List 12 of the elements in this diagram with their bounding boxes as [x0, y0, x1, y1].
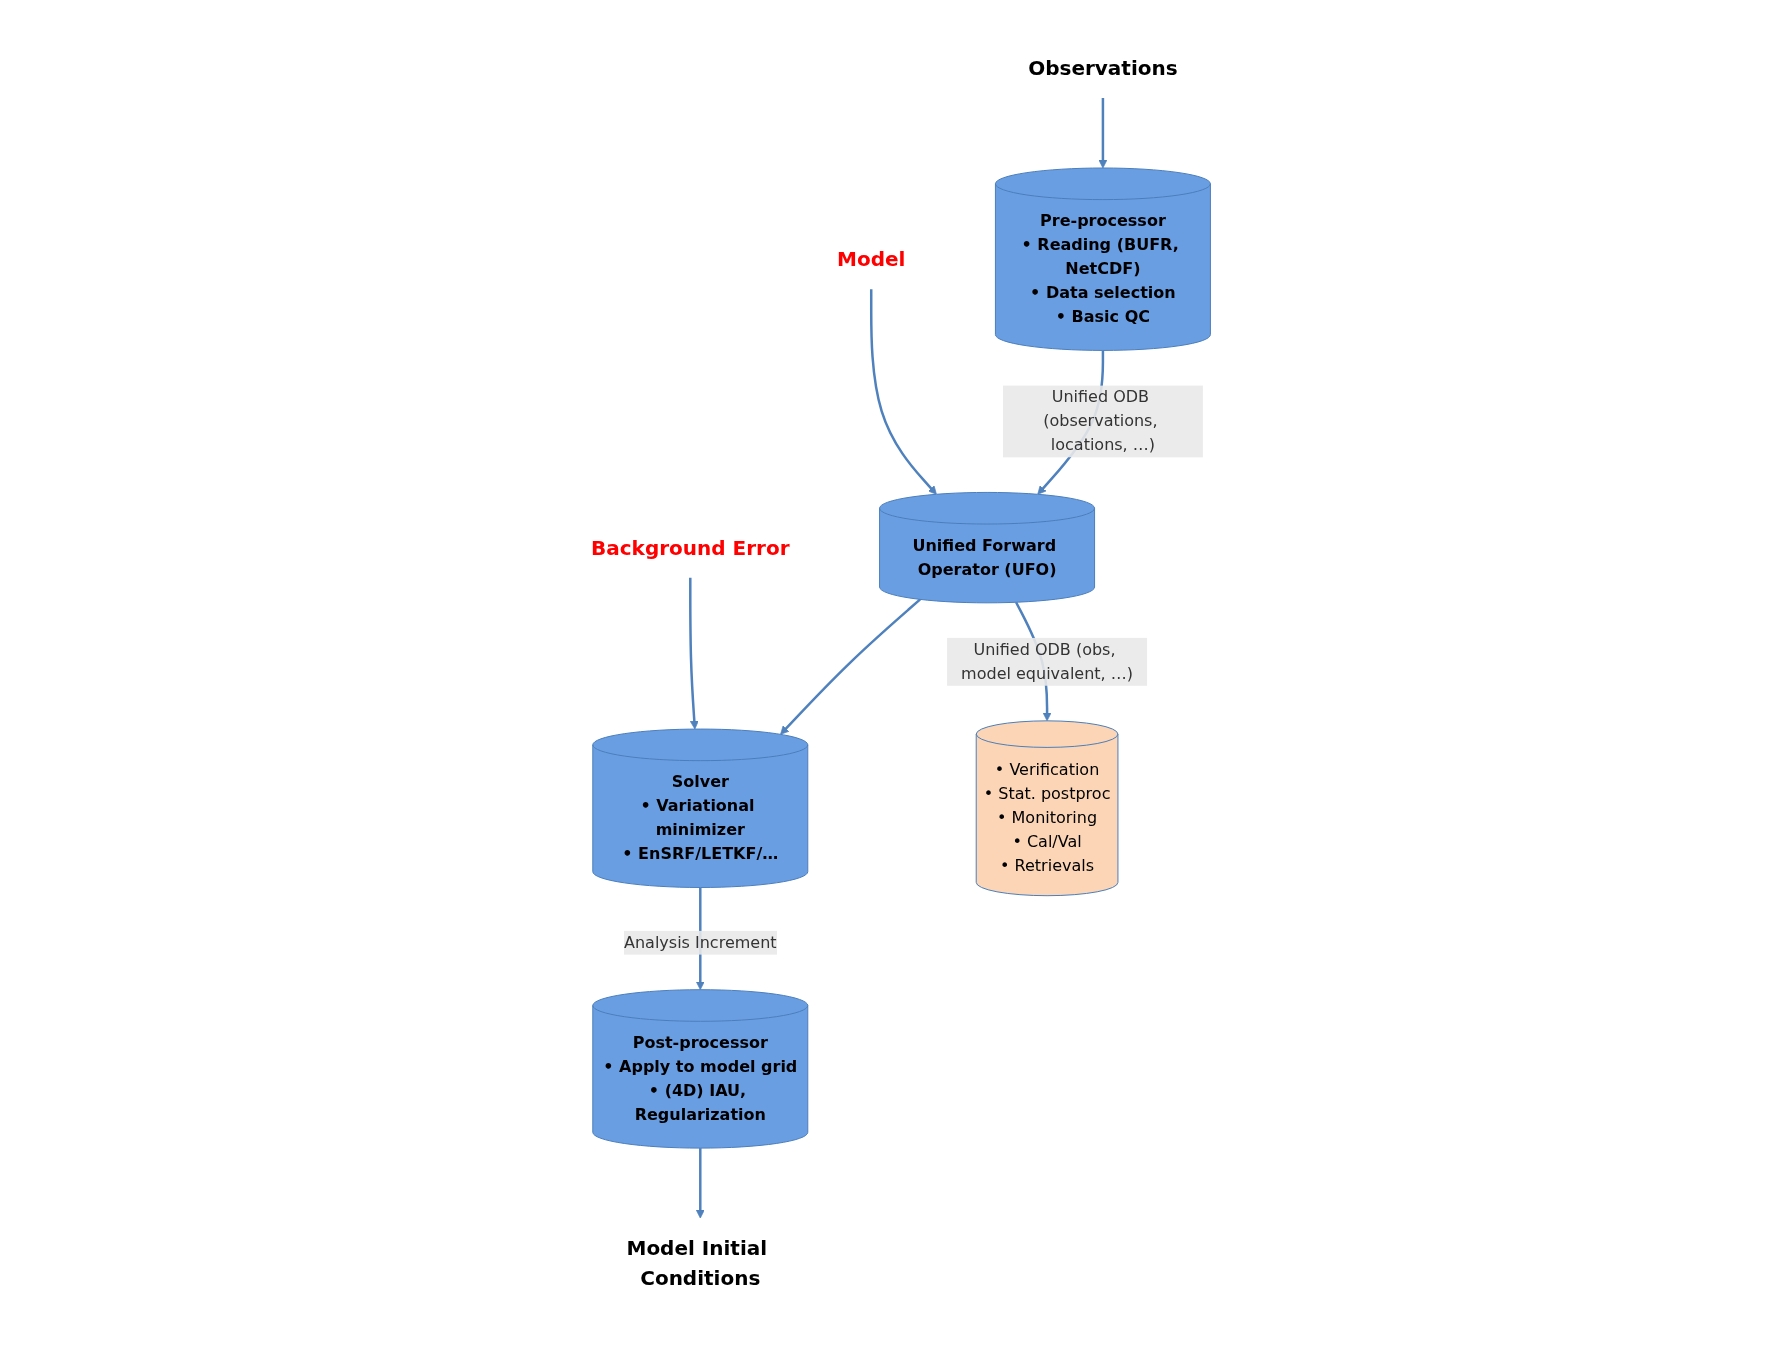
- node-text: Observations: [1027, 55, 1178, 80]
- edge-label: Unified ODB (obs, model equivalent, …): [960, 639, 1133, 683]
- edge-label: Analysis Increment: [623, 932, 777, 952]
- edge-label: Unified ODB (observations, locations, …): [1043, 387, 1158, 455]
- arrow: [688, 577, 699, 730]
- arrow: [869, 289, 937, 495]
- node-text: Model Initial Conditions: [626, 1236, 767, 1291]
- node-text: Model: [836, 247, 906, 272]
- arrow: [695, 1148, 705, 1219]
- arrow: [1098, 97, 1108, 169]
- node-text: Background Error: [590, 535, 790, 560]
- arrow: [779, 598, 921, 735]
